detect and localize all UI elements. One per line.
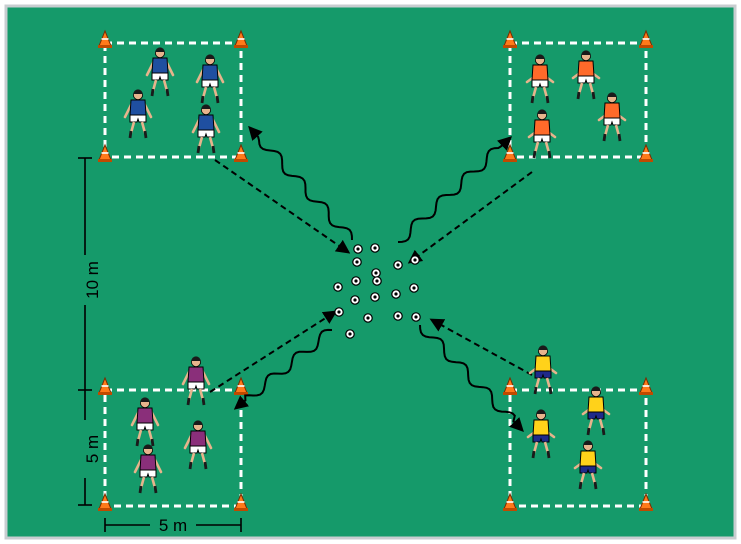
ball-icon	[335, 308, 343, 316]
ball-icon	[371, 293, 379, 301]
ball-icon	[352, 277, 360, 285]
ball-icon	[394, 261, 402, 269]
dimension-label-5m-horizontal: 5 m	[159, 516, 187, 535]
ball-icon	[334, 283, 342, 291]
ball-icon	[351, 296, 359, 304]
ball-icon	[392, 290, 400, 298]
ball-icon	[410, 284, 418, 292]
ball-icon	[412, 313, 420, 321]
ball-icon	[394, 312, 402, 320]
ball-icon	[372, 269, 380, 277]
ball-icon	[371, 244, 379, 252]
ball-icon	[354, 245, 362, 253]
ball-icon	[346, 330, 354, 338]
ball-icon	[411, 256, 419, 264]
dimension-label-5m-vertical: 5 m	[83, 435, 102, 463]
dimension-label-10m: 10 m	[83, 261, 102, 299]
ball-icon	[373, 277, 381, 285]
pitch-surface	[6, 6, 735, 538]
ball-icon	[364, 314, 372, 322]
ball-icon	[353, 258, 361, 266]
